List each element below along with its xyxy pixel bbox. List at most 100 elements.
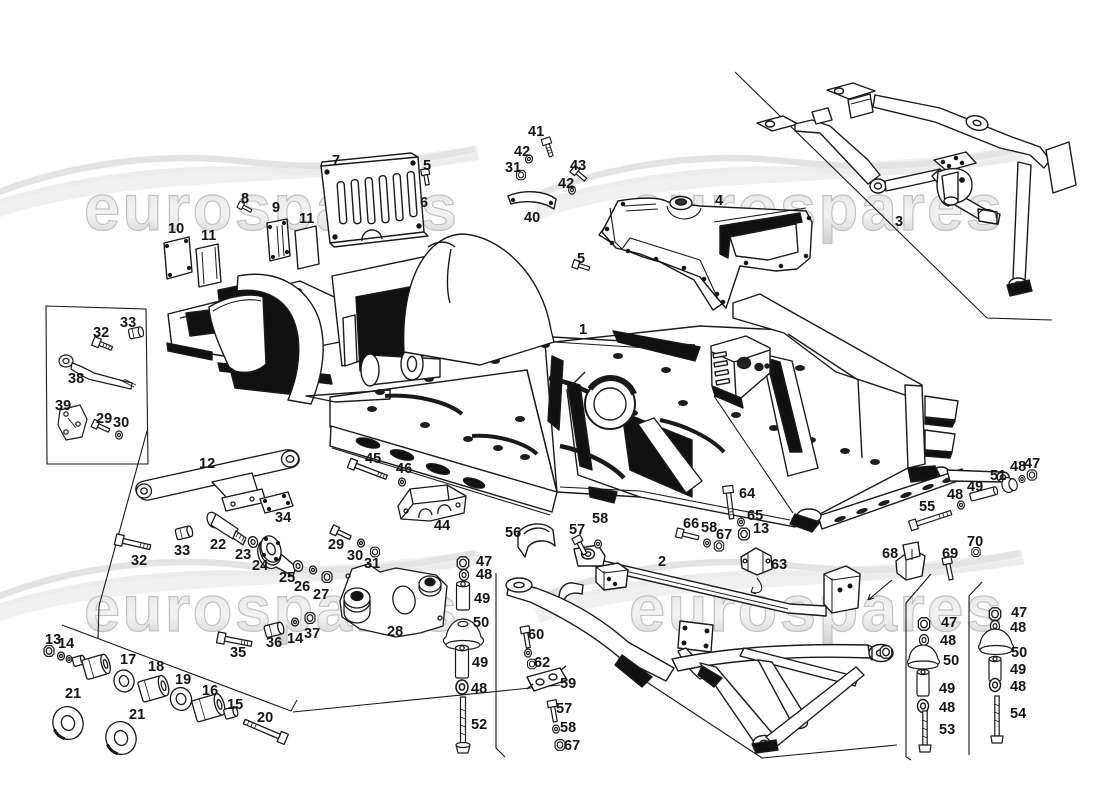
svg-text:2: 2: [658, 554, 666, 570]
svg-text:41: 41: [528, 124, 544, 140]
svg-text:47: 47: [476, 554, 492, 570]
svg-text:47: 47: [941, 615, 957, 631]
svg-text:67: 67: [716, 527, 732, 543]
svg-text:17: 17: [120, 652, 136, 668]
svg-text:30: 30: [347, 548, 363, 564]
svg-text:44: 44: [434, 518, 450, 534]
svg-text:18: 18: [148, 659, 164, 675]
svg-text:66: 66: [683, 516, 699, 532]
svg-text:7: 7: [332, 153, 340, 169]
svg-text:37: 37: [304, 626, 320, 642]
svg-text:9: 9: [272, 200, 280, 216]
svg-text:48: 48: [940, 633, 956, 649]
svg-text:31: 31: [505, 160, 521, 176]
svg-text:8: 8: [241, 191, 249, 207]
svg-text:50: 50: [943, 653, 959, 669]
svg-text:67: 67: [564, 738, 580, 754]
svg-text:47: 47: [1011, 605, 1027, 621]
svg-text:49: 49: [939, 681, 955, 697]
svg-text:57: 57: [556, 701, 572, 717]
svg-text:51: 51: [990, 468, 1006, 484]
svg-text:34: 34: [275, 510, 291, 526]
svg-text:48: 48: [1010, 459, 1026, 475]
svg-text:22: 22: [210, 537, 226, 553]
svg-text:21: 21: [129, 707, 145, 723]
svg-text:53: 53: [939, 722, 955, 738]
svg-text:52: 52: [471, 717, 487, 733]
svg-text:35: 35: [230, 645, 246, 661]
svg-text:46: 46: [396, 461, 412, 477]
svg-text:15: 15: [227, 697, 243, 713]
svg-text:11: 11: [201, 228, 216, 244]
svg-text:3: 3: [895, 214, 903, 230]
svg-text:58: 58: [560, 720, 576, 736]
svg-text:49: 49: [967, 479, 983, 495]
svg-text:29: 29: [328, 537, 344, 553]
svg-text:48: 48: [947, 487, 963, 503]
svg-text:27: 27: [313, 587, 329, 603]
svg-text:42: 42: [558, 176, 574, 192]
svg-text:14: 14: [58, 636, 74, 652]
svg-text:28: 28: [387, 624, 403, 640]
svg-text:48: 48: [471, 681, 487, 697]
svg-text:1: 1: [579, 322, 587, 338]
svg-text:20: 20: [257, 710, 273, 726]
svg-text:64: 64: [739, 486, 755, 502]
svg-text:12: 12: [199, 456, 215, 472]
svg-text:63: 63: [771, 557, 787, 573]
svg-text:30: 30: [113, 415, 129, 431]
svg-text:42: 42: [514, 144, 530, 160]
svg-text:49: 49: [472, 655, 488, 671]
svg-text:70: 70: [967, 534, 983, 550]
svg-text:25: 25: [279, 570, 295, 586]
svg-text:69: 69: [942, 546, 958, 562]
svg-text:36: 36: [266, 635, 282, 651]
svg-text:48: 48: [476, 567, 492, 583]
svg-text:48: 48: [939, 700, 955, 716]
svg-text:16: 16: [202, 683, 218, 699]
svg-text:6: 6: [420, 195, 428, 211]
svg-text:49: 49: [1010, 662, 1026, 678]
svg-text:23: 23: [235, 547, 251, 563]
svg-text:13: 13: [45, 632, 61, 648]
svg-text:33: 33: [120, 315, 136, 331]
svg-text:21: 21: [65, 686, 81, 702]
svg-text:5: 5: [577, 251, 585, 267]
svg-text:33: 33: [174, 543, 190, 559]
svg-text:24: 24: [252, 558, 268, 574]
svg-text:50: 50: [473, 615, 489, 631]
svg-text:62: 62: [534, 655, 550, 671]
svg-text:48: 48: [1010, 620, 1026, 636]
svg-text:49: 49: [474, 591, 490, 607]
svg-text:11: 11: [299, 211, 314, 227]
svg-text:31: 31: [364, 556, 380, 572]
svg-text:47: 47: [1024, 456, 1040, 472]
svg-text:13: 13: [753, 521, 769, 537]
svg-text:48: 48: [1010, 679, 1026, 695]
svg-text:14: 14: [287, 631, 303, 647]
svg-text:10: 10: [168, 221, 184, 237]
svg-text:59: 59: [560, 676, 576, 692]
svg-text:32: 32: [93, 325, 109, 341]
svg-text:40: 40: [524, 210, 540, 226]
svg-text:32: 32: [131, 553, 147, 569]
svg-text:54: 54: [1010, 706, 1026, 722]
svg-text:26: 26: [294, 579, 310, 595]
svg-text:58: 58: [592, 511, 608, 527]
svg-text:57: 57: [569, 522, 585, 538]
svg-text:56: 56: [505, 525, 521, 541]
svg-text:50: 50: [1011, 645, 1027, 661]
svg-text:68: 68: [882, 546, 898, 562]
svg-text:55: 55: [919, 499, 935, 515]
svg-text:45: 45: [365, 451, 381, 467]
svg-text:65: 65: [747, 508, 763, 524]
svg-text:39: 39: [55, 398, 71, 414]
svg-text:19: 19: [175, 672, 191, 688]
svg-text:43: 43: [570, 158, 586, 174]
svg-text:38: 38: [68, 371, 84, 387]
svg-text:58: 58: [701, 520, 717, 536]
svg-text:60: 60: [528, 627, 544, 643]
svg-text:4: 4: [715, 193, 723, 209]
svg-text:5: 5: [423, 158, 431, 174]
svg-text:29: 29: [96, 411, 112, 427]
